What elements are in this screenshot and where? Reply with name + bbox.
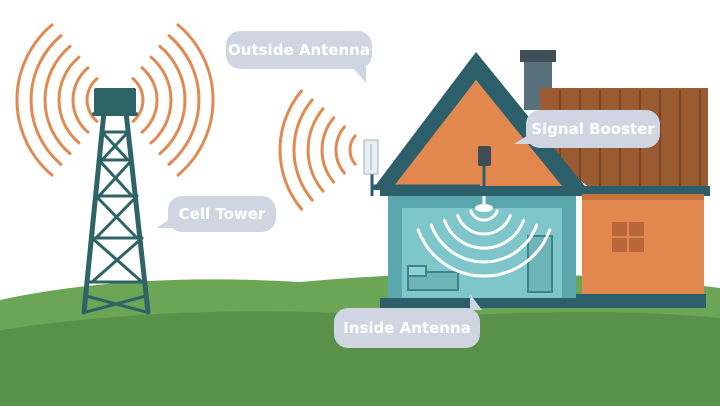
cell-tower-signal-waves [15, 23, 215, 177]
inside-antenna-label-text: Inside Antenna [343, 319, 471, 337]
tower-wave-right [140, 66, 159, 134]
signal-booster-label-pointer [514, 134, 530, 144]
tower-wave-left [43, 44, 72, 156]
outside-antenna-wave [278, 89, 303, 211]
tower-wave-right [167, 34, 201, 166]
outside-antenna-wave [348, 134, 357, 166]
outside-antenna-label-text: Outside Antenna [228, 41, 370, 59]
tower-wave-right [131, 77, 145, 123]
outside-antenna-label: Outside Antenna [226, 31, 372, 83]
outside-antenna-wave [334, 125, 346, 175]
cell-tower-label: Cell Tower [156, 196, 276, 232]
tower-wave-right [176, 23, 215, 177]
outside-antenna-wave [306, 107, 325, 193]
inside-antenna-label: Inside Antenna [334, 294, 482, 348]
tower-wave-left [85, 77, 99, 123]
cell-tower [81, 88, 151, 315]
tower-wave-left [15, 23, 54, 177]
cell-tower-label-pointer [156, 218, 172, 228]
tower-wave-left [71, 66, 90, 134]
inside-antenna-label-pointer [470, 294, 482, 310]
inside-antenna-wave [456, 214, 512, 236]
inside-antenna-wave [469, 209, 499, 222]
outside-antenna [363, 139, 379, 196]
cell-tower-label-text: Cell Tower [178, 205, 266, 223]
tower-wave-right [149, 55, 173, 145]
outside-antenna-label-pointer [352, 67, 366, 83]
outside-antenna-signal-waves [278, 89, 357, 211]
outside-antenna-wave [320, 116, 336, 184]
signal-booster-label: Signal Booster [514, 110, 660, 148]
outside-antenna-wave [292, 98, 314, 202]
house [372, 50, 710, 308]
tower-wave-left [57, 55, 81, 145]
tower-wave-right [158, 44, 187, 156]
inside-antenna-signal-waves [416, 209, 552, 278]
inside-antenna-wave [416, 228, 552, 278]
inside-antenna-wave [443, 218, 525, 250]
signal-booster-label-text: Signal Booster [531, 120, 655, 138]
inside-antenna-wave [429, 223, 539, 264]
tower-wave-left [29, 34, 63, 166]
